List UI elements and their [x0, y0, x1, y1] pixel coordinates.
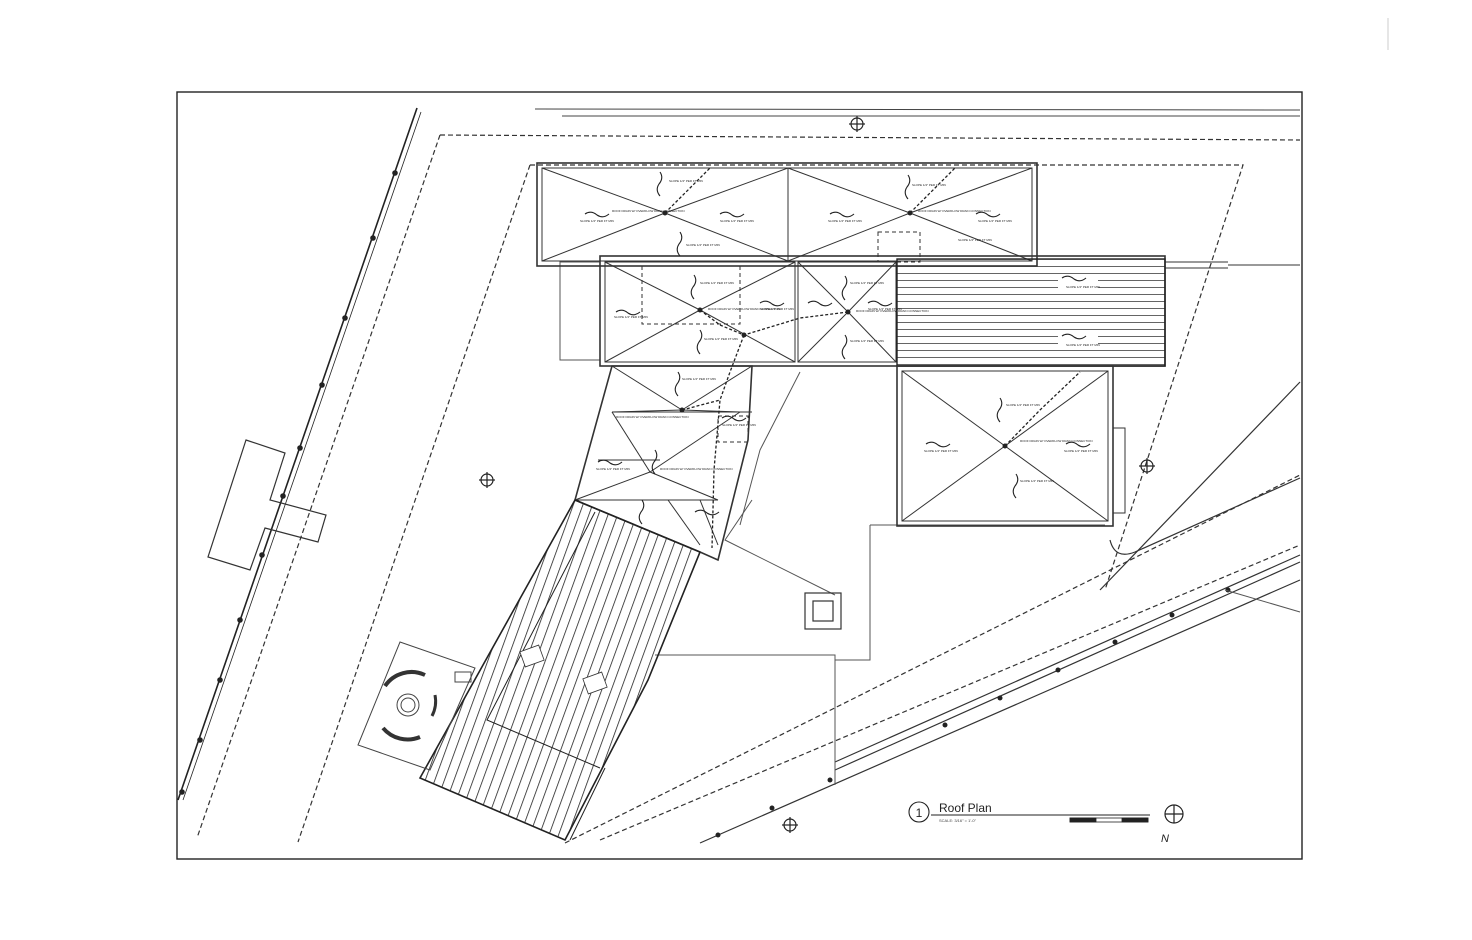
slope-note: SLOPE 1/4" PER FT MIN [1020, 479, 1054, 483]
drain-note: ROOF DRAIN W/ OVERFLOW DRAIN CONNECTION [918, 209, 991, 213]
seam-roof-inner-lines [486, 511, 606, 841]
north-label: N [1161, 833, 1169, 845]
slope-note: SLOPE 1/4" PER FT MIN [1064, 449, 1098, 453]
slope-note: SLOPE 1/4" PER FT MIN [828, 219, 862, 223]
left-fence-line [177, 107, 422, 801]
slope-note: SLOPE 1/4" PER FT MIN [580, 219, 614, 223]
slope-note: SLOPE 1/4" PER FT MIN [720, 219, 754, 223]
fire-pit-plaza [357, 641, 476, 771]
standing-seam-roof-east [896, 258, 1166, 367]
slope-note: SLOPE 1/4" PER FT MIN [700, 281, 734, 285]
drawing-title-block: 1 Roof Plan SCALE: 3/16" = 1'-0" N [908, 801, 1184, 845]
drain-note: ROOF DRAIN W/ OVERFLOW DRAIN CONNECTION [1020, 439, 1093, 443]
seam-roof-labels [519, 644, 608, 695]
shed-outline [207, 439, 327, 571]
slope-note: SLOPE 1/4" PER FT MIN [596, 467, 630, 471]
slope-note: SLOPE 1/4" PER FT MIN [1066, 285, 1100, 289]
slope-arrows [584, 171, 1091, 525]
roof-east-square [896, 365, 1126, 527]
elevation-marker-north [849, 116, 865, 132]
graphic-scale-bar [1069, 817, 1149, 823]
slope-note: SLOPE 1/4" PER FT MIN [1066, 343, 1100, 347]
drain-note: ROOF DRAIN W/ OVERFLOW DRAIN CONNECTION [612, 209, 685, 213]
roof-upper-wing [536, 162, 1038, 267]
slope-note: SLOPE 1/4" PER FT MIN [850, 339, 884, 343]
slope-note: SLOPE 1/4" PER FT MIN [760, 307, 794, 311]
roof-drains [662, 210, 1008, 449]
elevation-marker-south [782, 817, 798, 833]
slope-note: SLOPE 1/4" PER FT MIN [978, 219, 1012, 223]
slope-note: SLOPE 1/4" PER FT MIN [682, 377, 716, 381]
drain-note: ROOF DRAIN W/ OVERFLOW DRAIN CONNECTION [856, 309, 929, 313]
slope-note: SLOPE 1/4" PER FT MIN [1006, 403, 1040, 407]
terrace-outlines [559, 261, 1301, 785]
slope-note: SLOPE 1/4" PER FT MIN [669, 179, 703, 183]
top-street-lines [534, 108, 1301, 117]
roof-drain-lines [664, 167, 1081, 549]
property-lines [196, 134, 1301, 844]
elevation-marker-east [1139, 458, 1155, 474]
slope-note: SLOPE 1/4" PER FT MIN [868, 307, 902, 311]
slope-note: SLOPE 1/4" PER FT MIN [912, 183, 946, 187]
drawing-number: 1 [916, 806, 923, 820]
slope-note: SLOPE 1/4" PER FT MIN [924, 449, 958, 453]
slope-note: SLOPE 1/4" PER FT MIN [614, 315, 648, 319]
drawing-title: Roof Plan [939, 801, 992, 815]
slope-note: SLOPE 1/4" PER FT MIN [850, 281, 884, 285]
elevation-marker-west [479, 472, 495, 488]
slope-note: SLOPE 1/4" PER FT MIN [686, 243, 720, 247]
seam-labels-east [1058, 275, 1098, 347]
bottom-road-lines [699, 381, 1301, 844]
drawing-number-bubble [908, 801, 930, 823]
drain-note: ROOF DRAIN W/ OVERFLOW DRAIN CONNECTION [616, 415, 689, 419]
slope-notes: SLOPE 1/4" PER FT MIN SLOPE 1/4" PER FT … [580, 179, 1100, 483]
sheet-border [176, 91, 1303, 860]
scale-note: SCALE: 3/16" = 1'-0" [939, 818, 977, 823]
north-arrow-icon [1164, 804, 1184, 824]
slope-note: SLOPE 1/4" PER FT MIN [722, 423, 756, 427]
courtyard-planter [804, 592, 842, 630]
elevation-markers [479, 116, 1155, 833]
slope-note: SLOPE 1/4" PER FT MIN [704, 337, 738, 341]
drain-note: ROOF DRAIN W/ OVERFLOW DRAIN CONNECTION [660, 467, 733, 471]
slope-note: SLOPE 1/4" PER FT MIN [958, 238, 992, 242]
standing-seam-roof-south [418, 498, 702, 842]
road-markers [715, 587, 1231, 838]
drain-note: ROOF DRAIN W/ OVERFLOW DRAIN CONNECTION [708, 307, 781, 311]
